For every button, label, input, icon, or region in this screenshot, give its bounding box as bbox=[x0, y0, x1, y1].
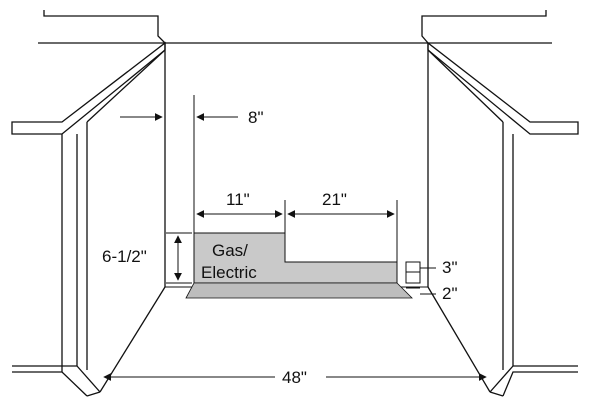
dim-3-label: 3" bbox=[442, 258, 458, 277]
dim-8-label: 8" bbox=[248, 108, 264, 127]
dim-11-label: 11" bbox=[226, 190, 250, 209]
gas-electric-zone: Gas/ Electric bbox=[185, 232, 413, 299]
opening-walls bbox=[164, 43, 429, 287]
dimension-48in: 48" bbox=[103, 368, 487, 387]
dim-6-5-label: 6-1/2" bbox=[102, 247, 147, 266]
dimension-11in: 11" bbox=[196, 190, 286, 233]
dim-2-label: 2" bbox=[442, 284, 458, 303]
countertop-top bbox=[38, 10, 552, 44]
zone-label-line1: Gas/ bbox=[212, 241, 248, 260]
zone-label-line2: Electric bbox=[201, 263, 257, 282]
right-cabinet bbox=[427, 41, 579, 397]
dim-21-label: 21" bbox=[322, 190, 347, 209]
dimension-8in: 8" bbox=[120, 95, 264, 233]
dimension-21in: 21" bbox=[287, 190, 398, 262]
dimension-6-5in: 6-1/2" bbox=[102, 232, 192, 284]
dim-48-label: 48" bbox=[282, 368, 307, 387]
dimension-step: 3" 2" bbox=[405, 258, 458, 303]
left-cabinet bbox=[11, 41, 166, 397]
